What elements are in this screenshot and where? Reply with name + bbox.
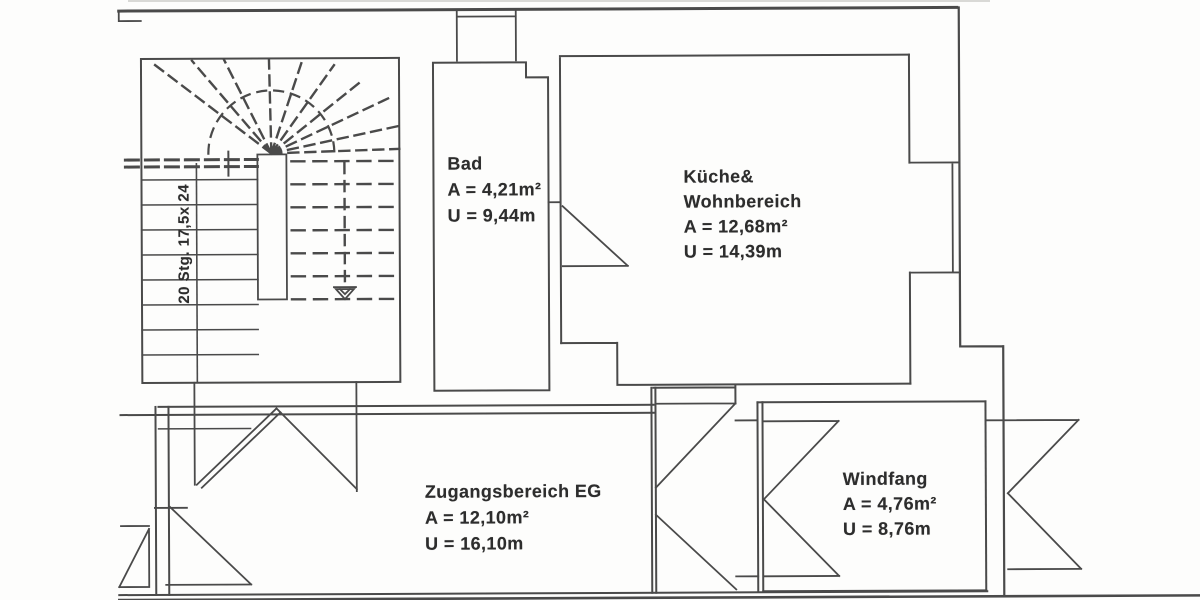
room-bad-walls (431, 57, 563, 392)
window-niche (908, 161, 961, 274)
stair-winder-fan (149, 58, 401, 156)
bad-label: Bad A = 4,21m² U = 9,44m (447, 150, 541, 228)
staircase (123, 56, 402, 385)
kueche-area: A = 12,68m² (683, 216, 789, 237)
stair-walkline-end-symbol (333, 286, 357, 301)
corridor-windfang-threshold (734, 419, 760, 578)
stair-newel-post (256, 153, 288, 301)
stair-landing-dashed (123, 157, 259, 169)
kueche-label: Küche& Wohnbereich A = 12,68m² U = 14,39… (683, 164, 802, 265)
entrance-double-door-swing (984, 418, 1083, 571)
windfang-name: Windfang (842, 468, 928, 489)
zugangsbereich-name: Zugangsbereich EG (424, 480, 602, 502)
windfang-perimeter: U = 8,76m (842, 518, 932, 539)
chimney-shaft (455, 8, 517, 62)
zugangsbereich-perimeter: U = 16,10m (425, 533, 524, 554)
bad-name: Bad (447, 153, 483, 174)
bad-area: A = 4,21m² (447, 179, 542, 200)
windfang-area: A = 4,76m² (842, 493, 937, 514)
stair-treads-left (140, 178, 260, 356)
stair-walkline-arc (207, 89, 336, 155)
kueche-name-line1: Küche& (683, 166, 754, 187)
corridor-left-door-swing (118, 505, 253, 589)
kueche-name-line2: Wohnbereich (683, 191, 802, 212)
windfang-double-door-swing (762, 419, 841, 578)
corridor-right-door-swing (654, 402, 738, 591)
outer-walls (117, 5, 1200, 600)
stair-annotation: 20 Stg. 17,5x 24 (175, 183, 194, 304)
scan-artifact-line (128, 0, 990, 2)
corridor-walls (119, 384, 737, 596)
stair-walkline (343, 161, 347, 287)
room-windfang-walls (756, 400, 988, 593)
windfang-label: Windfang A = 4,76m² U = 8,76m (843, 467, 937, 542)
bad-door-swing (561, 204, 630, 268)
corridor-double-door-swing (193, 381, 359, 492)
zugangsbereich-area: A = 12,10m² (424, 507, 530, 528)
kueche-perimeter: U = 14,39m (683, 241, 783, 262)
room-kueche-walls (558, 53, 912, 386)
zugangsbereich-label: Zugangsbereich EG A = 12,10m² U = 16,10m (425, 478, 602, 557)
bad-perimeter: U = 9,44m (447, 205, 536, 226)
